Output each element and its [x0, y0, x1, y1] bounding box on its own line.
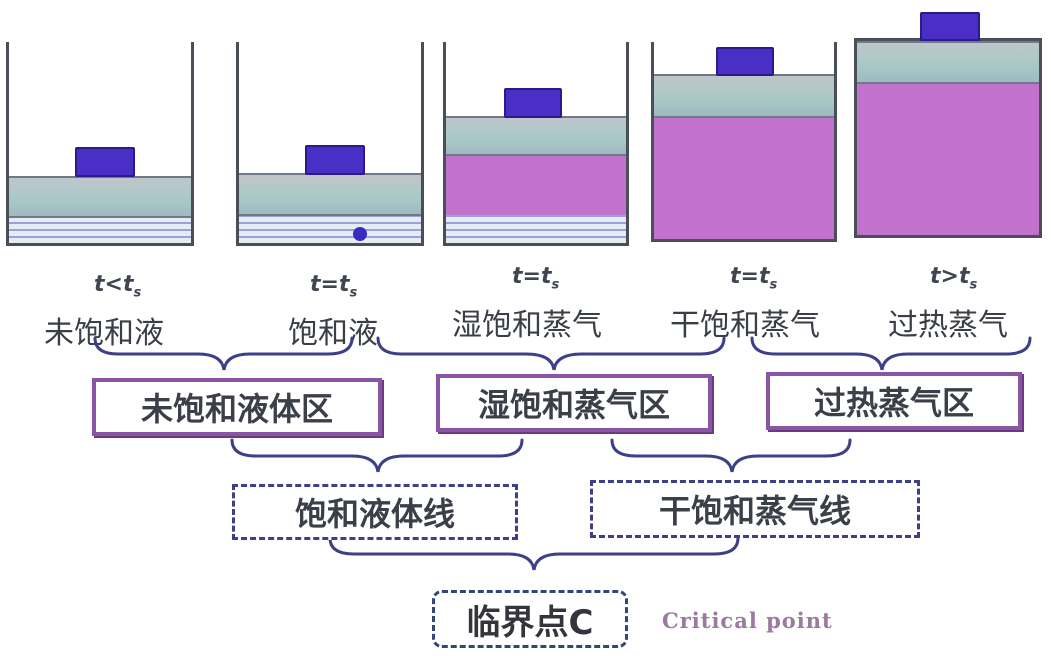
vapor-region: [857, 83, 1039, 235]
cylinder-unsaturated-liquid: [6, 42, 194, 246]
line-saturated-liquid: 饱和液体线: [232, 484, 518, 540]
brace-wet-zone: [376, 336, 726, 371]
condition-label-2: t=ts: [310, 272, 358, 301]
condition-label-3: t=ts: [512, 264, 560, 293]
weight: [75, 147, 135, 177]
weight: [716, 47, 774, 76]
brace-dry-saturated-line: [610, 438, 852, 473]
liquid-layer: [9, 215, 191, 243]
piston: [9, 176, 191, 218]
weight: [920, 12, 980, 41]
cylinder-wet-saturated-vapor: [443, 42, 629, 246]
state-label-wet-saturated-vapor: 湿饱和蒸气: [452, 308, 602, 343]
condition-label-5: t>ts: [930, 264, 978, 293]
brace-superheated-zone: [750, 336, 1032, 371]
state-label-superheated-vapor: 过热蒸气: [888, 308, 1008, 343]
zone-unsaturated-liquid: 未饱和液体区: [92, 378, 382, 436]
zone-wet-saturated-vapor: 湿饱和蒸气区: [436, 374, 712, 432]
brace-saturated-liquid-line: [230, 438, 524, 473]
state-label-unsaturated-liquid: 未饱和液: [44, 316, 164, 351]
cylinder-saturated-liquid: [236, 42, 424, 246]
cylinder-dry-saturated-vapor: [651, 42, 837, 242]
condition-label-4: t=ts: [730, 264, 778, 293]
zone-superheated-vapor: 过热蒸气区: [766, 372, 1022, 430]
brace-unsaturated-zone: [93, 336, 354, 371]
weight: [305, 145, 365, 175]
critical-point-english-label: Critical point: [662, 608, 833, 633]
state-label-saturated-liquid: 饱和液: [288, 316, 378, 351]
liquid-layer: [239, 213, 421, 243]
weight: [504, 88, 562, 118]
condition-label-1: t<ts: [94, 272, 142, 301]
brace-critical-point: [328, 536, 740, 571]
vapor-region: [654, 117, 834, 239]
critical-point-box: 临界点C: [432, 590, 628, 648]
vapor-region: [446, 155, 626, 215]
line-dry-saturated-vapor: 干饱和蒸气线: [590, 480, 920, 538]
liquid-layer: [446, 215, 626, 243]
state-label-dry-saturated-vapor: 干饱和蒸气: [670, 308, 820, 343]
piston: [239, 173, 421, 216]
vapor-bubble: [353, 227, 367, 241]
piston: [857, 41, 1039, 84]
